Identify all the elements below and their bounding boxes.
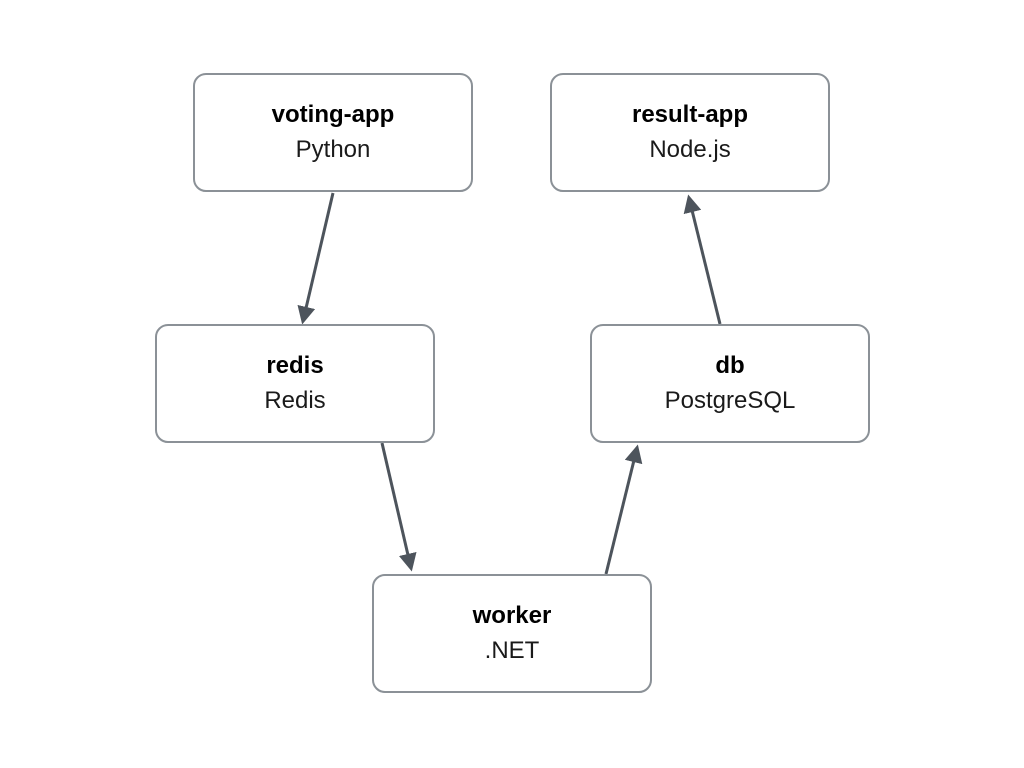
edge-redis-to-worker [380,442,417,572]
node-subtitle: .NET [484,636,540,664]
node-voting-app: voting-app Python [193,73,473,192]
node-db: db PostgreSQL [590,324,870,443]
node-title: redis [266,351,324,379]
node-title: result-app [631,100,748,128]
node-title: worker [472,601,552,629]
node-result-app: result-app Node.js [550,73,830,192]
node-redis: redis Redis [155,324,435,443]
edge-worker-to-db [604,444,643,575]
node-subtitle: Python [295,135,371,163]
node-title: voting-app [271,100,395,128]
edge-voting-app-to-redis [297,192,335,325]
node-title: db [715,351,745,379]
edge-db-to-result-app [683,194,722,325]
node-worker: worker .NET [372,574,652,693]
node-subtitle: Node.js [649,135,731,163]
node-subtitle: PostgreSQL [664,386,796,414]
node-subtitle: Redis [264,386,326,414]
